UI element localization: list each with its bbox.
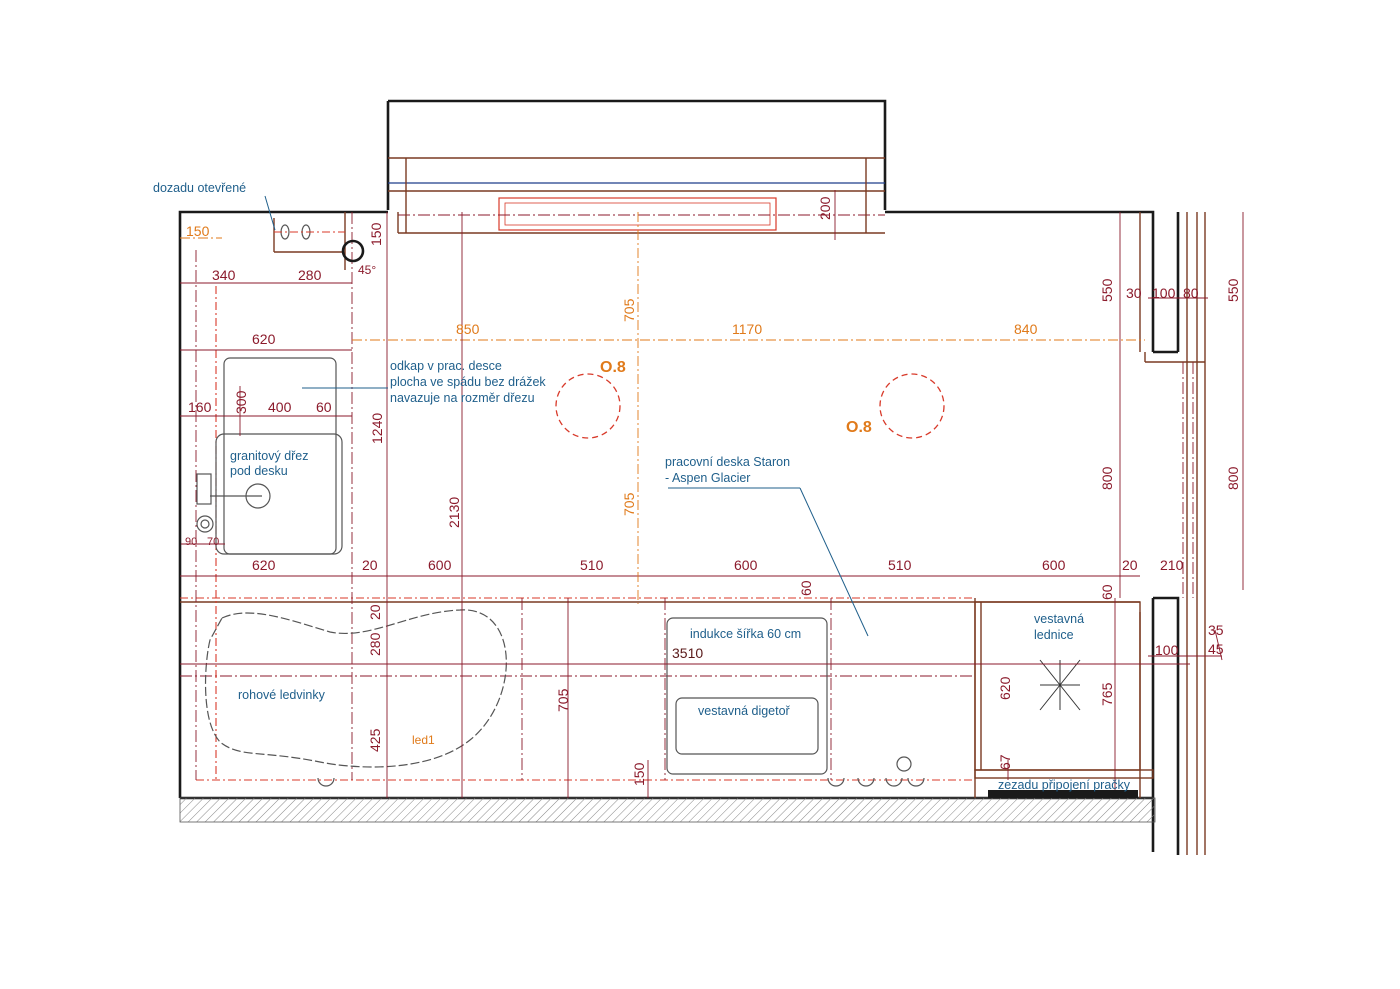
dim-150-vertical: 150: [368, 222, 384, 246]
dim-510-b: 510: [888, 557, 912, 573]
dim-100-b: 100: [1155, 642, 1179, 658]
dim-30: 30: [1126, 285, 1142, 301]
dim-200: 200: [817, 196, 833, 220]
dim-280-top: 280: [298, 267, 322, 283]
dim-800-b: 800: [1225, 466, 1241, 490]
label-light-2: O.8: [846, 419, 872, 436]
dim-2130: 2130: [446, 497, 462, 528]
dim-150-low: 150: [631, 762, 647, 786]
ceiling-light-1: [555, 373, 621, 439]
dim-850: 850: [456, 321, 480, 337]
label-drain-2: plocha ve spádu bez drážek: [390, 375, 546, 389]
right-wall-stack: [1182, 212, 1206, 855]
socket-symbols: [317, 756, 925, 787]
dim-60-cook: 60: [798, 580, 814, 596]
induction-cooktop: [666, 617, 828, 775]
label-corner-kidney: rohové ledvinky: [238, 688, 326, 702]
label-drain-3: navazuje na rozměr dřezu: [390, 391, 535, 405]
dim-840: 840: [1014, 321, 1038, 337]
label-light-1: O.8: [600, 359, 626, 376]
dim-765: 765: [1099, 682, 1115, 706]
ceiling-light-2: [879, 373, 945, 439]
dim-800-a: 800: [1099, 466, 1115, 490]
dim-425: 425: [367, 728, 383, 752]
label-worktop-1: pracovní deska Staron: [665, 455, 790, 469]
dim-620-bottom: 620: [252, 557, 276, 573]
dim-45-degree: 45°: [358, 263, 376, 277]
dim-20-vertical: 20: [367, 604, 383, 620]
dim-45: 45: [1208, 641, 1224, 657]
label-hood: vestavná digetoř: [698, 704, 791, 718]
dim-550-a: 550: [1099, 278, 1115, 302]
annotation-leaders: [264, 195, 869, 637]
label-led: led1: [412, 733, 435, 747]
room-walls: [178, 210, 1205, 855]
dim-600-a: 600: [428, 557, 452, 573]
dim-60-fridge: 60: [1099, 584, 1115, 600]
label-fridge-2: lednice: [1034, 628, 1074, 642]
dim-60-sink: 60: [316, 399, 332, 415]
dim-510-a: 510: [580, 557, 604, 573]
dim-705-top: 705: [621, 298, 637, 322]
label-back-open: dozadu otevřené: [153, 181, 246, 195]
label-sink-2: pod desku: [230, 464, 288, 478]
dim-620-top: 620: [252, 331, 276, 347]
dim-210: 210: [1160, 557, 1184, 573]
corner-shelf: [273, 218, 365, 263]
label-worktop-2: - Aspen Glacier: [665, 471, 750, 485]
dim-20-a: 20: [362, 557, 378, 573]
window-niche: [386, 99, 887, 234]
dim-35: 35: [1208, 622, 1224, 638]
dim-20-b: 20: [1122, 557, 1138, 573]
built-in-fridge: [974, 601, 1154, 798]
dim-100-a: 100: [1152, 285, 1176, 301]
dim-550-b: 550: [1225, 278, 1241, 302]
dim-3510: 3510: [672, 645, 703, 661]
dim-1240: 1240: [369, 413, 385, 444]
annotation-texts: dozadu otevřené odkap v prac. desce ploc…: [153, 181, 1131, 792]
label-washer: zezadu připojení pračky: [998, 778, 1131, 792]
dim-705-low: 705: [555, 688, 571, 712]
dim-600-b: 600: [734, 557, 758, 573]
dim-150-top: 150: [186, 223, 210, 239]
dim-340: 340: [212, 267, 236, 283]
dim-70: 70: [207, 536, 219, 548]
dim-90: 90: [185, 536, 197, 548]
label-sink-1: granitový dřez: [230, 449, 309, 463]
label-drain-1: odkap v prac. desce: [390, 359, 502, 373]
granite-sink: [196, 357, 343, 555]
corner-kidney-outline: [204, 609, 507, 768]
dim-300: 300: [233, 390, 249, 414]
dim-1170: 1170: [732, 321, 762, 337]
label-fridge-1: vestavná: [1034, 612, 1084, 626]
dim-67: 67: [997, 754, 1013, 770]
dim-705-mid: 705: [621, 492, 637, 516]
counter-outline: [180, 212, 1140, 798]
dim-160: 160: [188, 399, 212, 415]
dim-620-fridge: 620: [997, 676, 1013, 700]
dimension-texts: 150 340 280 150 45° 200 850 1170 840 705…: [185, 196, 1241, 786]
dim-600-c: 600: [1042, 557, 1066, 573]
dim-280-vertical: 280: [367, 632, 383, 656]
dim-80: 80: [1183, 285, 1199, 301]
label-induction: indukce šířka 60 cm: [690, 627, 801, 641]
dimension-lines: [180, 190, 1244, 798]
dim-400: 400: [268, 399, 292, 415]
